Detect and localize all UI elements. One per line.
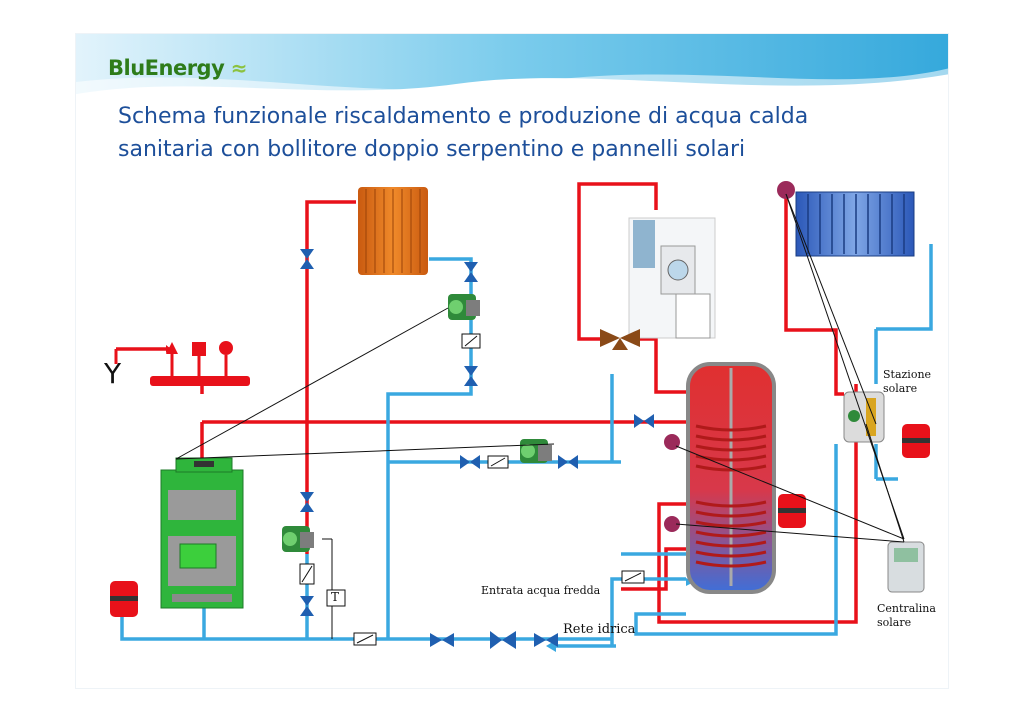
solar-collector [777, 181, 915, 257]
pump-icon [282, 526, 314, 552]
thermostat [322, 538, 346, 639]
valve-icon [300, 249, 314, 259]
valve-icon [430, 633, 442, 647]
boiler [160, 457, 244, 609]
valve-icon [300, 492, 314, 502]
solar-station-unit [843, 391, 885, 443]
entrata-acqua-fredda-label: Entrata acqua fredda [481, 584, 601, 597]
thermostat-t-label: T [331, 590, 340, 604]
valve-icon [534, 633, 546, 647]
dhw-storage-tank [664, 362, 776, 594]
flow-meters [299, 333, 645, 646]
pump-icon [520, 439, 552, 463]
mixing-valve [600, 329, 640, 350]
header-wave-banner [76, 34, 948, 101]
safety-valve-icon [166, 342, 178, 354]
manometer-icon [219, 341, 233, 355]
sensor-icon [664, 434, 680, 450]
dhw-consumers-illustration [628, 217, 716, 339]
pressure-switch-icon [192, 342, 206, 356]
valve-icon [558, 455, 568, 469]
rete-idrica-label: Rete idrica [563, 622, 636, 637]
expansion-vessel-icon [778, 494, 806, 528]
slide: BluEnergy ≈ Schema funzionale riscaldame… [75, 33, 949, 689]
bluenergy-logo: BluEnergy ≈ [108, 56, 248, 80]
valve-icon [634, 414, 644, 428]
heating-schematic-diagram [110, 181, 933, 652]
solar-controller-unit [887, 541, 925, 593]
valve-icon [300, 596, 314, 606]
sensor-icon [664, 516, 680, 532]
page-title: Schema funzionale riscaldamento e produz… [118, 104, 809, 162]
sensor-icon [777, 181, 795, 199]
valve-icon [464, 366, 478, 376]
expansion-vessel-icon [110, 581, 138, 617]
radiator [358, 187, 428, 275]
control-wires [175, 193, 905, 543]
expansion-vessel-icon [902, 424, 930, 458]
pump-icon [448, 294, 480, 320]
valve-icon [490, 631, 502, 649]
safety-manifold [114, 341, 250, 386]
centralina-solare-label: Centralina solare [877, 602, 936, 629]
valve-group [300, 249, 654, 649]
valve-icon [464, 262, 478, 272]
y-symbol: Y [104, 357, 122, 390]
valve-icon [460, 455, 470, 469]
expansion-vessels [110, 424, 930, 617]
stazione-solare-label: Stazione solare [883, 368, 932, 395]
